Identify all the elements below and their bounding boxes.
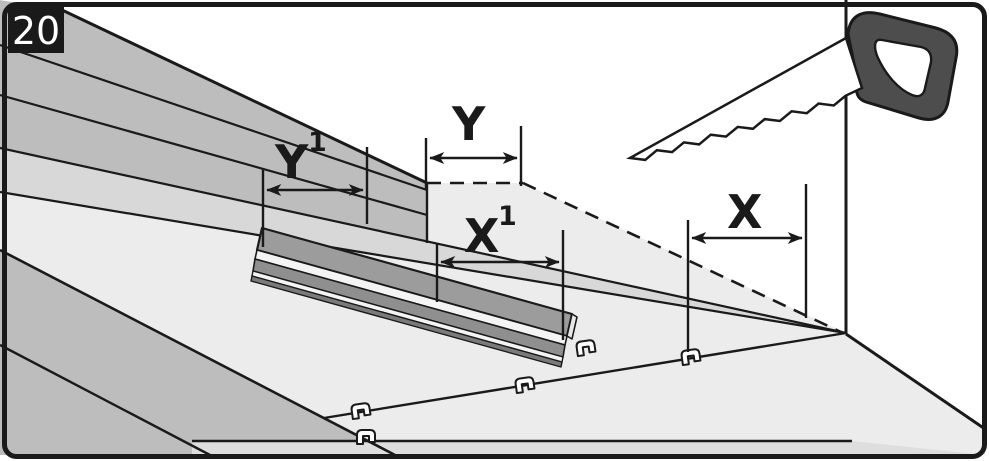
dimension-x: X [686, 184, 808, 352]
foreground-plank-seam-line [0, 343, 211, 457]
measured-panel [250, 226, 578, 368]
dimension-label-y1-sup: 1 [308, 127, 327, 158]
plank-seam-line [0, 43, 428, 192]
dimension-label-y1: Y [274, 135, 309, 189]
step-badge: 20 [8, 7, 64, 53]
foreground-plank-edge-line [0, 248, 396, 457]
saw-handle-grip-hole [873, 38, 933, 98]
panel-bottom-lip [250, 275, 563, 368]
underlay-front-edge-line [0, 190, 847, 335]
cut-line-dashed-diagonal [522, 181, 842, 334]
dimension-label-x: X [727, 185, 762, 239]
hand-saw-icon [626, 11, 959, 162]
panel-end-cap [566, 313, 578, 340]
dimension-label-x1: X [464, 209, 499, 263]
saw-blade [626, 36, 864, 162]
step-badge-background [8, 7, 64, 53]
dimension-label-y: Y [451, 97, 486, 151]
step-number: 20 [12, 9, 60, 53]
dimension-y1: Y 1 [261, 127, 369, 247]
installed-plank-field [0, 0, 427, 241]
back-wall [0, 0, 846, 333]
clip-row-line [323, 331, 847, 420]
dimension-x1: X 1 [435, 201, 565, 340]
underlay-back-edge-line [0, 146, 847, 335]
bottom-trim-strip [192, 441, 985, 455]
dimension-y: Y [424, 97, 523, 190]
right-wall-base-line [845, 332, 986, 431]
dimension-label-x1-sup: 1 [498, 201, 517, 232]
